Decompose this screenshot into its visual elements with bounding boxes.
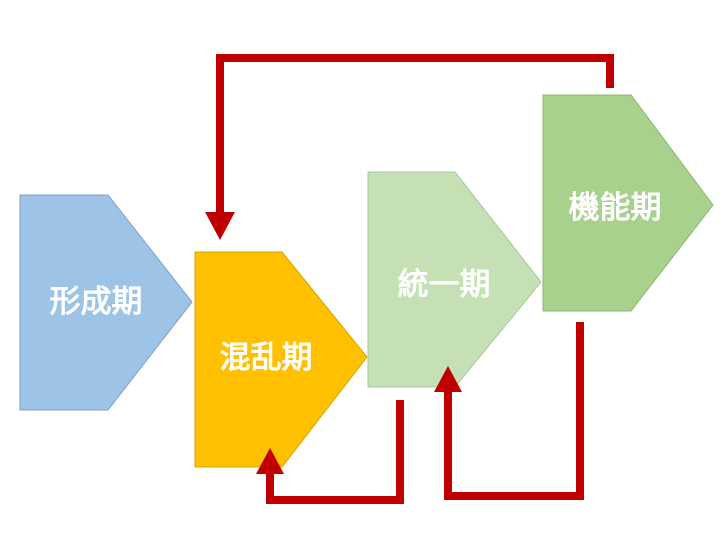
stage-confusion-label: 混乱期: [220, 340, 313, 376]
arrow-head-up-left: [256, 448, 284, 474]
stage-unification-shape: [367, 171, 542, 388]
stage-confusion-shape: [194, 251, 368, 468]
stage-function-shape: [542, 94, 714, 312]
arrow-head-up-right: [434, 366, 462, 392]
arrow-head-down: [205, 212, 235, 240]
feedback-arrows: [205, 54, 614, 504]
arrow-unification-to-confusion: [266, 400, 404, 504]
stage-unification-label: 統一期: [398, 267, 491, 303]
stage-formation-shape: [19, 194, 193, 411]
arrow-function-to-confusion: [216, 54, 614, 214]
arrow-function-to-unification: [444, 322, 584, 500]
stage-formation-label: 形成期: [50, 284, 143, 320]
stage-function-label: 機能期: [569, 190, 662, 226]
